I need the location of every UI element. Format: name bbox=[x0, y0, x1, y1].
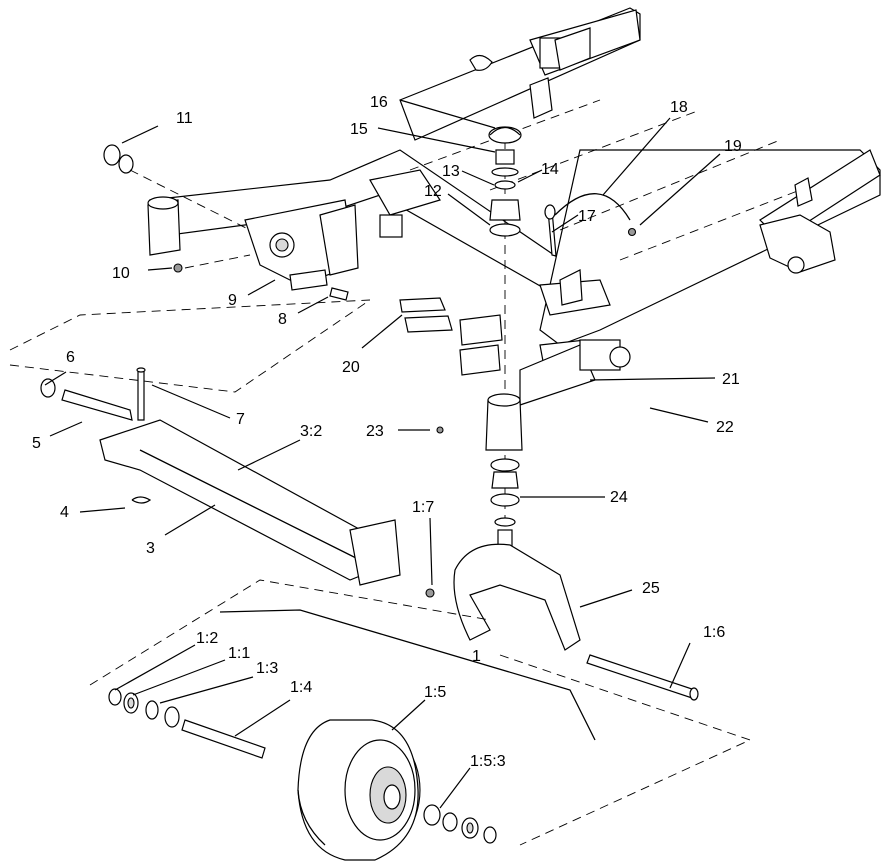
callout-1-5: 1:5 bbox=[424, 684, 446, 701]
callout-13: 13 bbox=[442, 163, 460, 180]
callout-23: 23 bbox=[366, 423, 384, 440]
wheel-assembly bbox=[89, 579, 752, 861]
callout-1-5-3: 1:5:3 bbox=[470, 753, 506, 770]
callout-7: 7 bbox=[236, 411, 245, 428]
callout-1-2: 1:2 bbox=[196, 630, 218, 647]
callout-24: 24 bbox=[610, 489, 628, 506]
callout-1-6: 1:6 bbox=[703, 624, 725, 641]
callout-3: 3 bbox=[146, 540, 155, 557]
callout-3-2: 3:2 bbox=[300, 423, 322, 440]
callout-18: 18 bbox=[670, 99, 688, 116]
callout-12: 12 bbox=[424, 183, 442, 200]
callout-20: 20 bbox=[342, 359, 360, 376]
callout-25: 25 bbox=[642, 580, 660, 597]
callout-1-3: 1:3 bbox=[256, 660, 278, 677]
front-arm-assembly bbox=[9, 299, 444, 586]
callout-6: 6 bbox=[66, 349, 75, 366]
callout-19: 19 bbox=[724, 138, 742, 155]
left-pivot-assembly bbox=[103, 144, 359, 301]
callout-1-7: 1:7 bbox=[412, 499, 434, 516]
main-frame bbox=[149, 7, 881, 406]
shim-plates bbox=[399, 297, 453, 333]
callout-14: 14 bbox=[541, 161, 559, 178]
caster-fork bbox=[425, 529, 699, 701]
callout-22: 22 bbox=[716, 419, 734, 436]
callout-10: 10 bbox=[112, 265, 130, 282]
callout-21: 21 bbox=[722, 371, 740, 388]
callout-labels: 11 10 9 8 16 15 13 14 12 17 18 19 20 21 … bbox=[32, 94, 742, 770]
callout-11: 11 bbox=[176, 110, 193, 127]
callout-4: 4 bbox=[60, 504, 69, 521]
callout-5: 5 bbox=[32, 435, 41, 452]
callout-1-1: 1:1 bbox=[228, 645, 250, 662]
callout-16: 16 bbox=[370, 94, 388, 111]
callout-1-4: 1:4 bbox=[290, 679, 312, 696]
callout-1: 1 bbox=[472, 648, 481, 665]
callout-17: 17 bbox=[578, 208, 596, 225]
spindle-stack bbox=[485, 126, 637, 560]
leader-lines bbox=[44, 99, 721, 809]
callout-15: 15 bbox=[350, 121, 368, 138]
callout-9: 9 bbox=[228, 292, 237, 309]
callout-8: 8 bbox=[278, 311, 287, 328]
